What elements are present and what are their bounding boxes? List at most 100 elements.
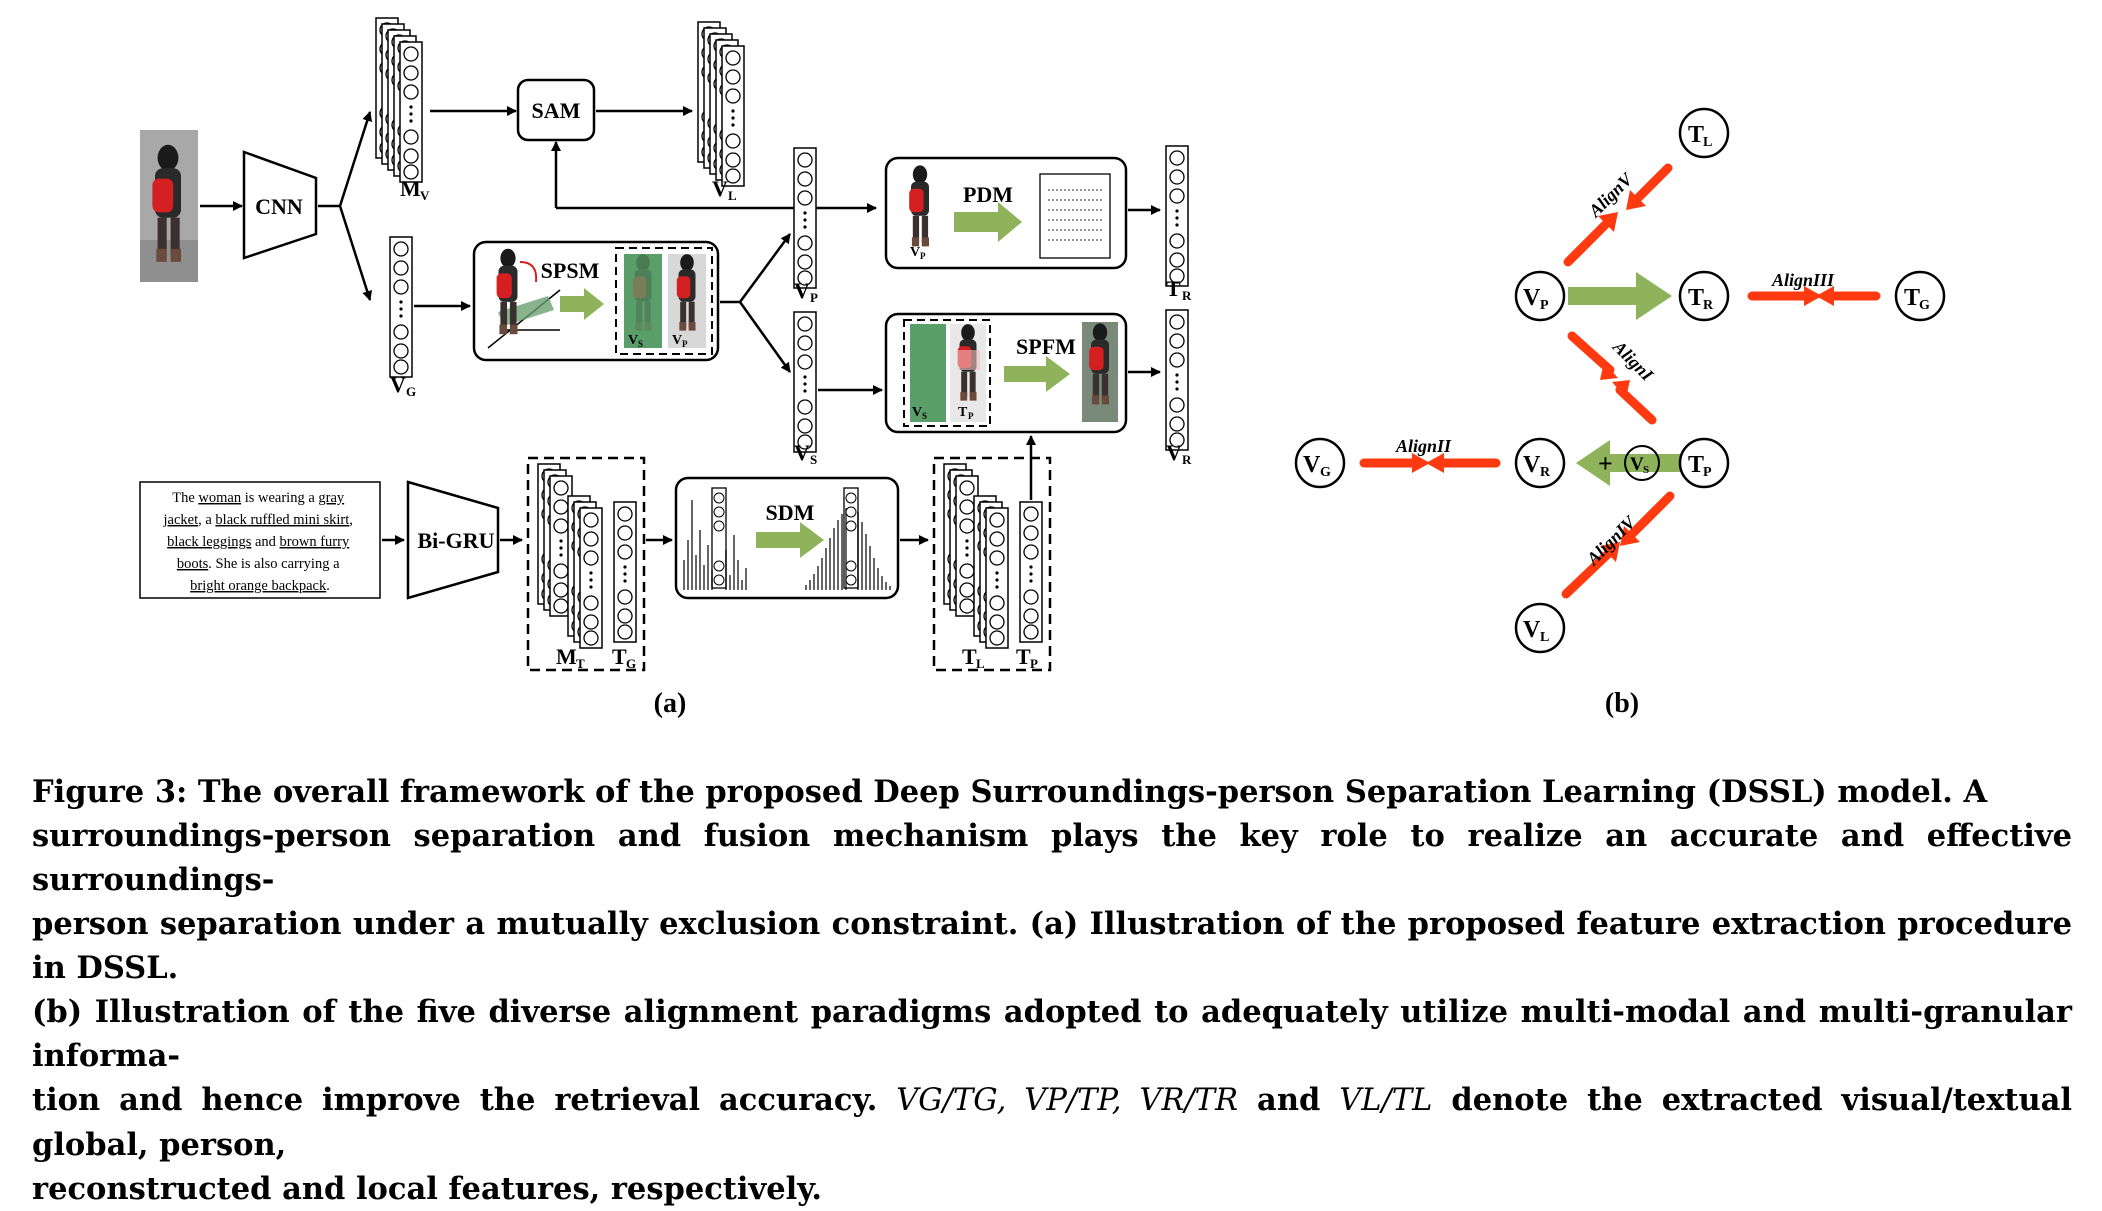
svg-text:V: V xyxy=(672,333,682,348)
svg-text:V: V xyxy=(1523,285,1541,311)
svg-text:V: V xyxy=(794,440,810,465)
svg-text:V: V xyxy=(1630,454,1644,475)
align-v-arrow-b xyxy=(1563,217,1613,267)
svg-text:S: S xyxy=(810,452,817,467)
svg-text:V: V xyxy=(1523,617,1541,643)
figure-caption: Figure 3: The overall framework of the p… xyxy=(32,770,2072,1211)
vp-to-tr-arrow xyxy=(1568,272,1672,320)
svg-text:P: P xyxy=(682,339,688,349)
vs-feature: V S xyxy=(793,311,817,467)
vg-feature: V G xyxy=(389,236,416,399)
sdm-module: SDM xyxy=(674,476,900,600)
svg-text:V: V xyxy=(628,333,638,348)
align-iii-label: AlignIII xyxy=(1771,270,1835,290)
svg-text:T: T xyxy=(962,644,977,669)
svg-text:P: P xyxy=(1703,465,1712,480)
tp-to-vr-arrow xyxy=(1576,440,1690,486)
mt-tg-group: M T T G xyxy=(526,456,646,672)
svg-text:R: R xyxy=(1182,452,1192,467)
cnn-encoder: CNN xyxy=(242,150,318,260)
svg-text:R: R xyxy=(1182,288,1192,303)
svg-text:P: P xyxy=(810,290,818,305)
tl-tp-group: T L T P xyxy=(932,456,1052,672)
svg-text:P: P xyxy=(920,251,926,261)
svg-text:L: L xyxy=(976,656,985,671)
svg-text:T: T xyxy=(1166,276,1181,301)
svg-text:T: T xyxy=(1688,122,1704,148)
svg-text:V: V xyxy=(910,245,920,260)
sentence-line-3: black leggings and brown furry xyxy=(167,534,350,550)
svg-text:P: P xyxy=(968,411,974,421)
svg-text:G: G xyxy=(626,656,636,671)
svg-text:SPSM: SPSM xyxy=(541,258,600,283)
svg-text:T: T xyxy=(1688,285,1704,311)
svg-text:T: T xyxy=(1688,452,1704,478)
plus-sign: + xyxy=(1598,449,1613,478)
svg-text:SAM: SAM xyxy=(532,98,581,123)
svg-text:T: T xyxy=(576,656,585,671)
align-iv-arrow-a xyxy=(1625,491,1675,541)
node-tl: TL xyxy=(1678,107,1730,159)
svg-text:R: R xyxy=(1540,465,1551,480)
svg-text:S: S xyxy=(922,411,927,421)
svg-text:T: T xyxy=(612,644,627,669)
align-ii-label: AlignII xyxy=(1395,436,1452,456)
tr-feature: T R xyxy=(1165,145,1192,303)
caption-line-5: tion and hence improve the retrieval acc… xyxy=(32,1082,2072,1163)
sentence-line-2: jacket, a black ruffled mini skirt, xyxy=(162,512,352,528)
svg-text:R: R xyxy=(1703,298,1714,313)
panel-b-label: (b) xyxy=(1605,688,1639,719)
svg-text:V: V xyxy=(420,188,430,203)
svg-text:L: L xyxy=(1540,630,1549,645)
caption-line-2: surroundings-person separation and fusio… xyxy=(32,818,2072,898)
svg-text:G: G xyxy=(406,384,416,399)
svg-text:S: S xyxy=(638,339,643,349)
vp-feature: V P xyxy=(793,147,818,305)
svg-text:P: P xyxy=(1030,656,1038,671)
caption-line-1: Figure 3: The overall framework of the p… xyxy=(32,774,1988,810)
svg-text:P: P xyxy=(1540,298,1549,313)
svg-text:V: V xyxy=(1303,452,1321,478)
bigru-encoder: Bi-GRU xyxy=(406,480,500,600)
svg-text:M: M xyxy=(556,644,577,669)
alignment-graph: + AlignV AlignIII AlignI AlignII AlignIV… xyxy=(1294,107,1946,654)
svg-text:SDM: SDM xyxy=(766,500,815,525)
caption-line-4: (b) Illustration of the five diverse ali… xyxy=(32,994,2072,1074)
align-iv-arrow-b xyxy=(1561,547,1615,599)
svg-text:V: V xyxy=(1523,452,1541,478)
svg-text:T: T xyxy=(958,405,968,420)
pdm-module: V P PDM xyxy=(884,156,1128,270)
caption-line-6: reconstructed and local features, respec… xyxy=(32,1171,823,1207)
sentence-line-4: boots. She is also carrying a xyxy=(177,556,340,572)
svg-text:The woman is wearing a gray: The woman is wearing a gray jacket, a bl… xyxy=(162,490,356,594)
input-pedestrian-image xyxy=(140,130,198,282)
node-tp: TP xyxy=(1678,437,1730,489)
mv-feature-maps: M V xyxy=(376,18,430,203)
svg-text:L: L xyxy=(728,188,737,203)
panel-a-label: (a) xyxy=(654,688,687,719)
sam-module: SAM xyxy=(516,78,596,142)
svg-text:V: V xyxy=(912,405,922,420)
svg-text:G: G xyxy=(1320,465,1331,480)
caption-line-3: person separation under a mutually exclu… xyxy=(32,906,2072,986)
svg-text:V: V xyxy=(1166,440,1182,465)
svg-text:V: V xyxy=(712,176,728,201)
cnn-label: CNN xyxy=(255,194,303,219)
figure-3-diagram: CNN M V SAM V L V G SPSM xyxy=(139,0,1946,719)
svg-text:V: V xyxy=(390,372,406,397)
svg-text:T: T xyxy=(1904,285,1920,311)
node-tg: TG xyxy=(1894,270,1946,322)
svg-text:Bi-GRU: Bi-GRU xyxy=(418,528,495,553)
svg-text:G: G xyxy=(1919,298,1930,313)
text-description-box: The woman is wearing a gray jacket, a bl… xyxy=(139,481,381,599)
vl-feature: V L xyxy=(698,22,744,203)
svg-text:SPFM: SPFM xyxy=(1016,334,1076,359)
spsm-module: SPSM V S V P xyxy=(472,240,720,362)
sentence-line-5: bright orange backpack. xyxy=(190,578,330,594)
node-tr: TR xyxy=(1678,270,1730,322)
svg-text:L: L xyxy=(1703,135,1712,150)
